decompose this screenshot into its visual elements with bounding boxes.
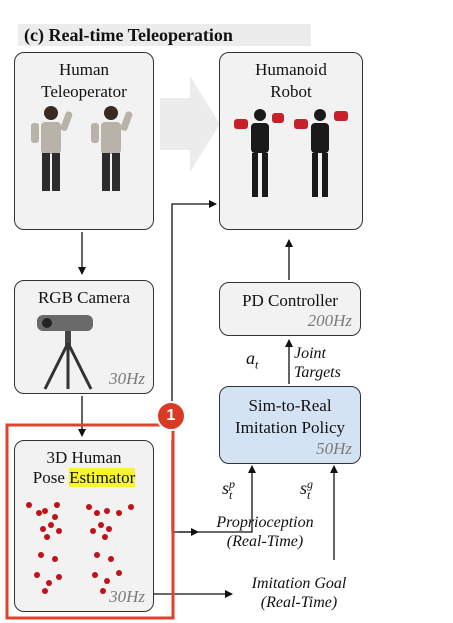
robot-label-line1: Humanoid (255, 60, 327, 79)
pd-label: PD Controller (242, 291, 338, 310)
diagram-title: (c) Real-time Teleoperation (24, 25, 233, 45)
pd-controller-box: PD Controller 200Hz (219, 282, 361, 336)
action-label: at (246, 348, 259, 372)
rgb-camera-box: RGB Camera 30Hz (14, 280, 154, 394)
pose-label-line2: Pose Estimator (32, 468, 136, 487)
human-teleoperator-box: Human Teleoperator (14, 52, 154, 230)
robot-label-line2: Robot (270, 82, 312, 101)
policy-label-line1: Sim-to-Real (248, 396, 332, 415)
step-number-badge: 1 (156, 401, 186, 431)
estimator-highlight: Estimator (69, 468, 136, 487)
imitation-policy-box: Sim-to-Real Imitation Policy 50Hz (219, 386, 361, 464)
camera-label: RGB Camera (37, 288, 131, 307)
joint-targets-label: Joint Targets (294, 345, 341, 381)
humanoid-robot-box: Humanoid Robot (219, 52, 363, 230)
highlight-frame (5, 423, 175, 620)
policy-rate: 50Hz (316, 439, 352, 458)
pd-rate: 200Hz (307, 311, 352, 330)
human-label-line1: Human (58, 60, 110, 79)
camera-rate: 30Hz (109, 369, 145, 388)
big-transfer-arrow (160, 76, 220, 172)
pose-label-line1: 3D Human (46, 448, 122, 467)
robot-figures-image (234, 109, 348, 197)
title-background (18, 24, 311, 46)
human-figures-image (31, 106, 133, 191)
camera-tripod-image (37, 315, 93, 390)
pose-rate: 30Hz (109, 587, 145, 606)
policy-label-line2: Imitation Policy (234, 418, 346, 437)
pose-keypoints-image (26, 502, 134, 594)
human-label-line2: Teleoperator (41, 82, 127, 101)
imitation-goal-label: Imitation Goal (Real-Time) (251, 575, 347, 611)
proprioception-label: Proprioception (Real-Time) (216, 514, 314, 550)
pose-estimator-box: 3D Human Pose Estimator 30Hz (14, 440, 154, 612)
